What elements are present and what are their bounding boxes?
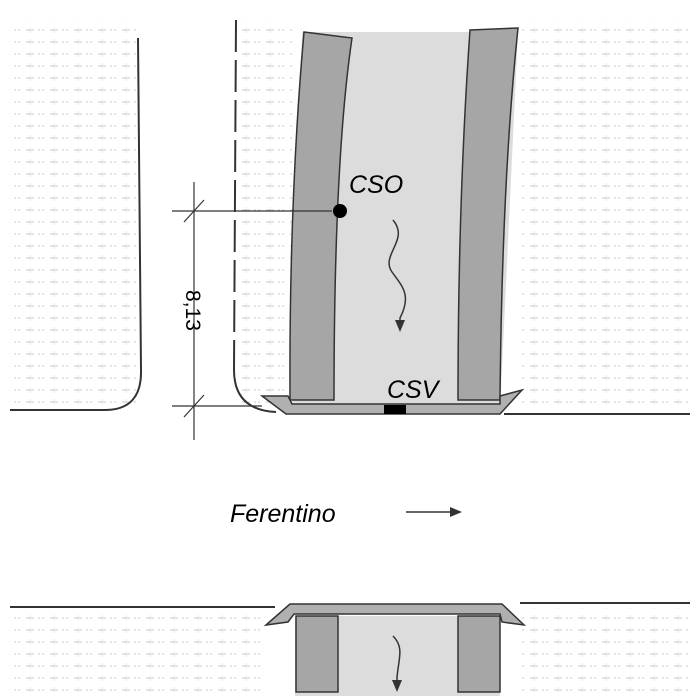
boundary-lines [10,19,690,608]
arrow-right-icon [406,507,462,517]
boundary-dashed [233,19,237,371]
terrain-bottom-left [10,612,260,692]
dimension-tick-top [183,199,205,223]
csv-marker [384,405,406,414]
boundary-inner-curve [233,369,277,413]
cso-point [333,204,347,218]
terrain-top-middle [236,20,292,410]
boundary-left-curve [10,37,143,411]
direction-label: Ferentino [230,500,336,528]
csv-label: CSV [387,376,441,404]
wall-bottom-left [295,615,339,693]
dimension-label: 8,13 [181,290,204,331]
wavy-arrow-icon [388,219,407,332]
cap-top [259,388,525,415]
wavy-arrow-icon [392,635,402,692]
dimension-tick-bottom [183,394,205,418]
curb-left [289,31,353,401]
terrain-top-left [10,20,138,410]
cap-bottom [263,603,527,627]
terrain-areas [10,20,690,692]
dimension-lines [172,182,332,440]
terrain-top-right [520,20,690,412]
cso-label: CSO [349,171,403,199]
wall-bottom-right [457,615,501,693]
terrain-bottom-right [520,608,690,692]
